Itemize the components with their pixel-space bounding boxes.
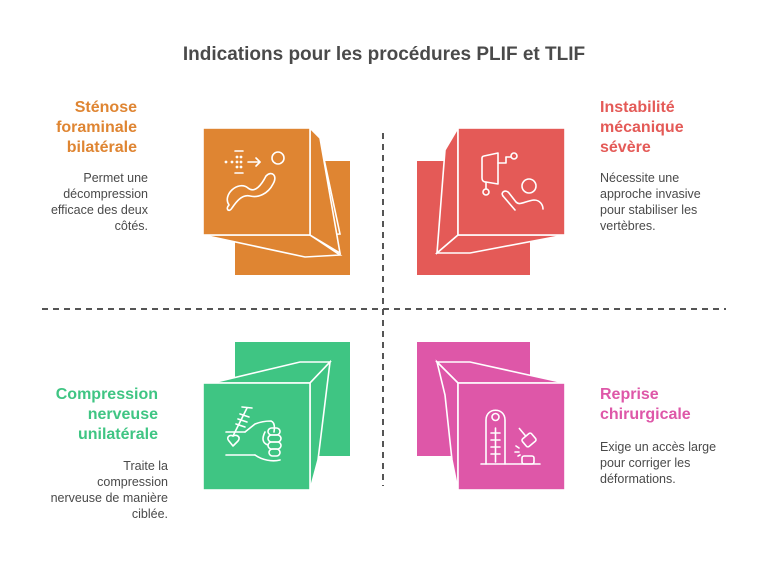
- description-line: décompression: [63, 187, 148, 201]
- description-line: côtés.: [114, 219, 148, 233]
- description-line: pour stabiliser les: [600, 203, 698, 217]
- cube-instabilite: [417, 125, 566, 275]
- heading-reprise: Reprise chirurgicale: [600, 385, 740, 425]
- heading-line: Instabilité: [600, 99, 675, 116]
- cube-stenose: [202, 125, 350, 275]
- heading-stenose: Sténose foraminale bilatérale: [40, 98, 137, 158]
- description-line: ciblée.: [131, 507, 168, 521]
- description-line: déformations.: [600, 472, 676, 486]
- description-line: nerveuse de manière: [50, 491, 168, 505]
- flow-arrow-curve-icon: [224, 150, 285, 212]
- description-line: vertèbres.: [600, 219, 656, 233]
- description-stenose: Permet une décompression efficace des de…: [40, 170, 148, 234]
- heading-line: chirurgicale: [600, 406, 691, 423]
- heading-line: Compression: [55, 386, 158, 403]
- description-line: approche invasive: [600, 187, 701, 201]
- heading-compression: Compression nerveuse unilatérale: [40, 385, 158, 445]
- heading-instabilite: Instabilité mécanique sévère: [600, 98, 740, 158]
- description-line: Nécessite une: [600, 171, 680, 185]
- hand-fist-nerve-icon: [225, 406, 282, 462]
- description-line: pour corriger les: [600, 456, 691, 470]
- heading-line: unilatérale: [77, 426, 158, 443]
- heading-line: sévère: [600, 139, 651, 156]
- heading-line: mécanique: [600, 119, 684, 136]
- description-line: compression: [97, 475, 168, 489]
- description-reprise: Exige un accès large pour corriger les d…: [600, 439, 750, 487]
- heading-line: Sténose: [74, 99, 137, 116]
- description-line: Permet une: [83, 171, 148, 185]
- description-line: Traite la: [123, 459, 168, 473]
- description-line: efficace des deux: [50, 203, 148, 217]
- heading-line: Reprise: [600, 386, 659, 403]
- strength-tester-hammer-icon: [480, 409, 541, 465]
- heading-line: bilatérale: [66, 139, 137, 156]
- description-instabilite: Nécessite une approche invasive pour sta…: [600, 170, 740, 234]
- description-compression: Traite la compression nerveuse de manièr…: [30, 458, 168, 522]
- description-line: Exige un accès large: [600, 440, 717, 454]
- heading-line: nerveuse: [87, 406, 158, 423]
- heading-line: foraminale: [56, 119, 137, 136]
- cube-compression: [202, 342, 350, 491]
- patient-surgical-robot-icon: [481, 152, 544, 211]
- diagram-title: Indications pour les procédures PLIF et …: [182, 44, 586, 65]
- cube-reprise: [417, 342, 566, 491]
